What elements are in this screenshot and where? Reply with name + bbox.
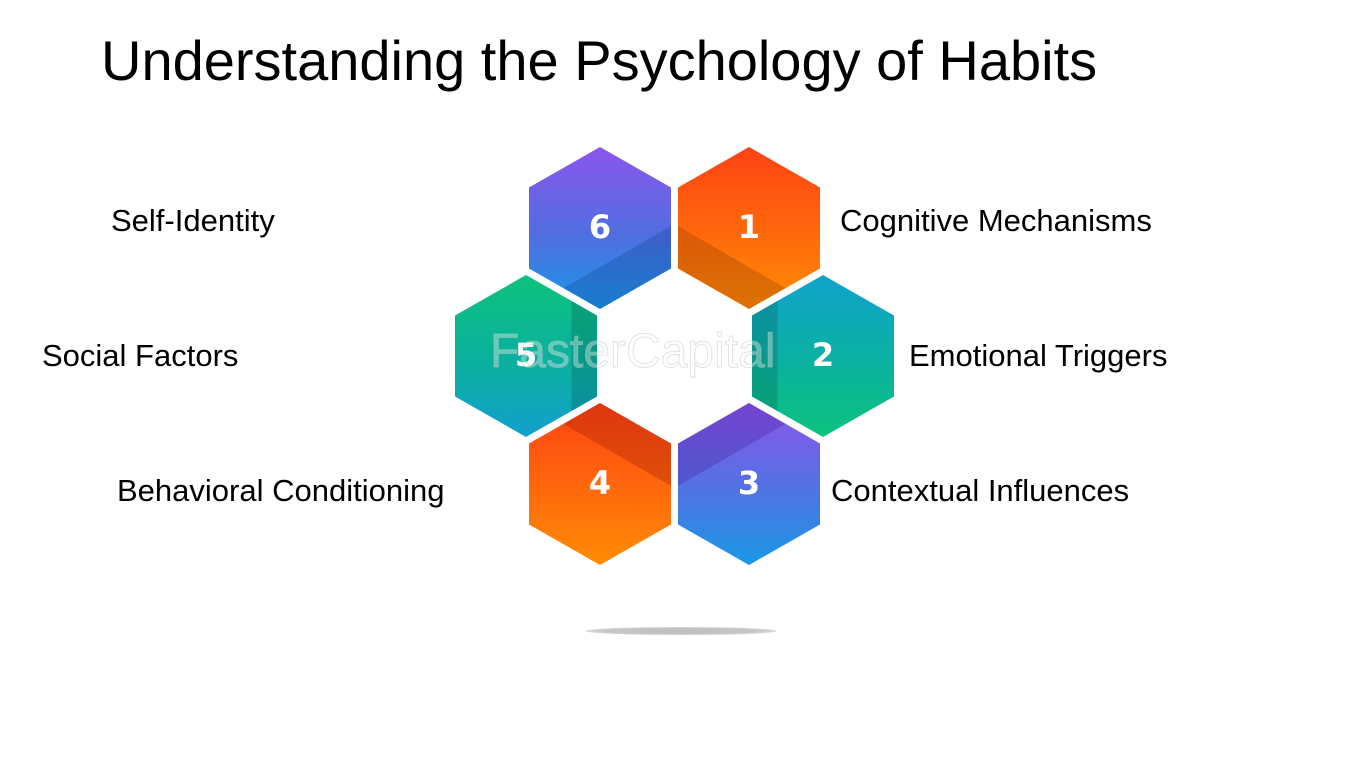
page-title: Understanding the Psychology of Habits [101,29,1098,92]
hexagon-number-5: 5 [514,336,538,374]
hexagon-number-3: 3 [737,464,761,502]
hexagon-fold-shade [529,403,671,565]
label-cognitive-mechanisms: Cognitive Mechanisms [840,203,1152,238]
hexagon-number-4: 4 [588,464,612,502]
label-self-identity: Self-Identity [111,203,275,238]
hexagon-fold-shade [752,275,894,437]
drop-shadow [585,627,777,635]
hexagon-1: 1 [678,147,820,309]
label-contextual-influences: Contextual Influences [831,473,1130,508]
hexagon-6: 6 [529,147,671,309]
hexagon-number-6: 6 [588,208,612,246]
hexagon-3: 3 [678,403,820,565]
label-emotional-triggers: Emotional Triggers [909,338,1168,373]
hexagon-number-1: 1 [737,208,761,246]
hexagon-5: 5 [455,275,597,437]
hexagon-number-2: 2 [811,336,835,374]
hexagon-fold-shade [678,403,820,565]
label-social-factors: Social Factors [42,338,239,373]
hexagon-fold-shade [678,147,820,309]
hexagon-4: 4 [529,403,671,565]
hexagon-fold-shade [529,147,671,309]
label-behavioral-conditioning: Behavioral Conditioning [117,473,445,508]
hexagon-2: 2 [752,275,894,437]
